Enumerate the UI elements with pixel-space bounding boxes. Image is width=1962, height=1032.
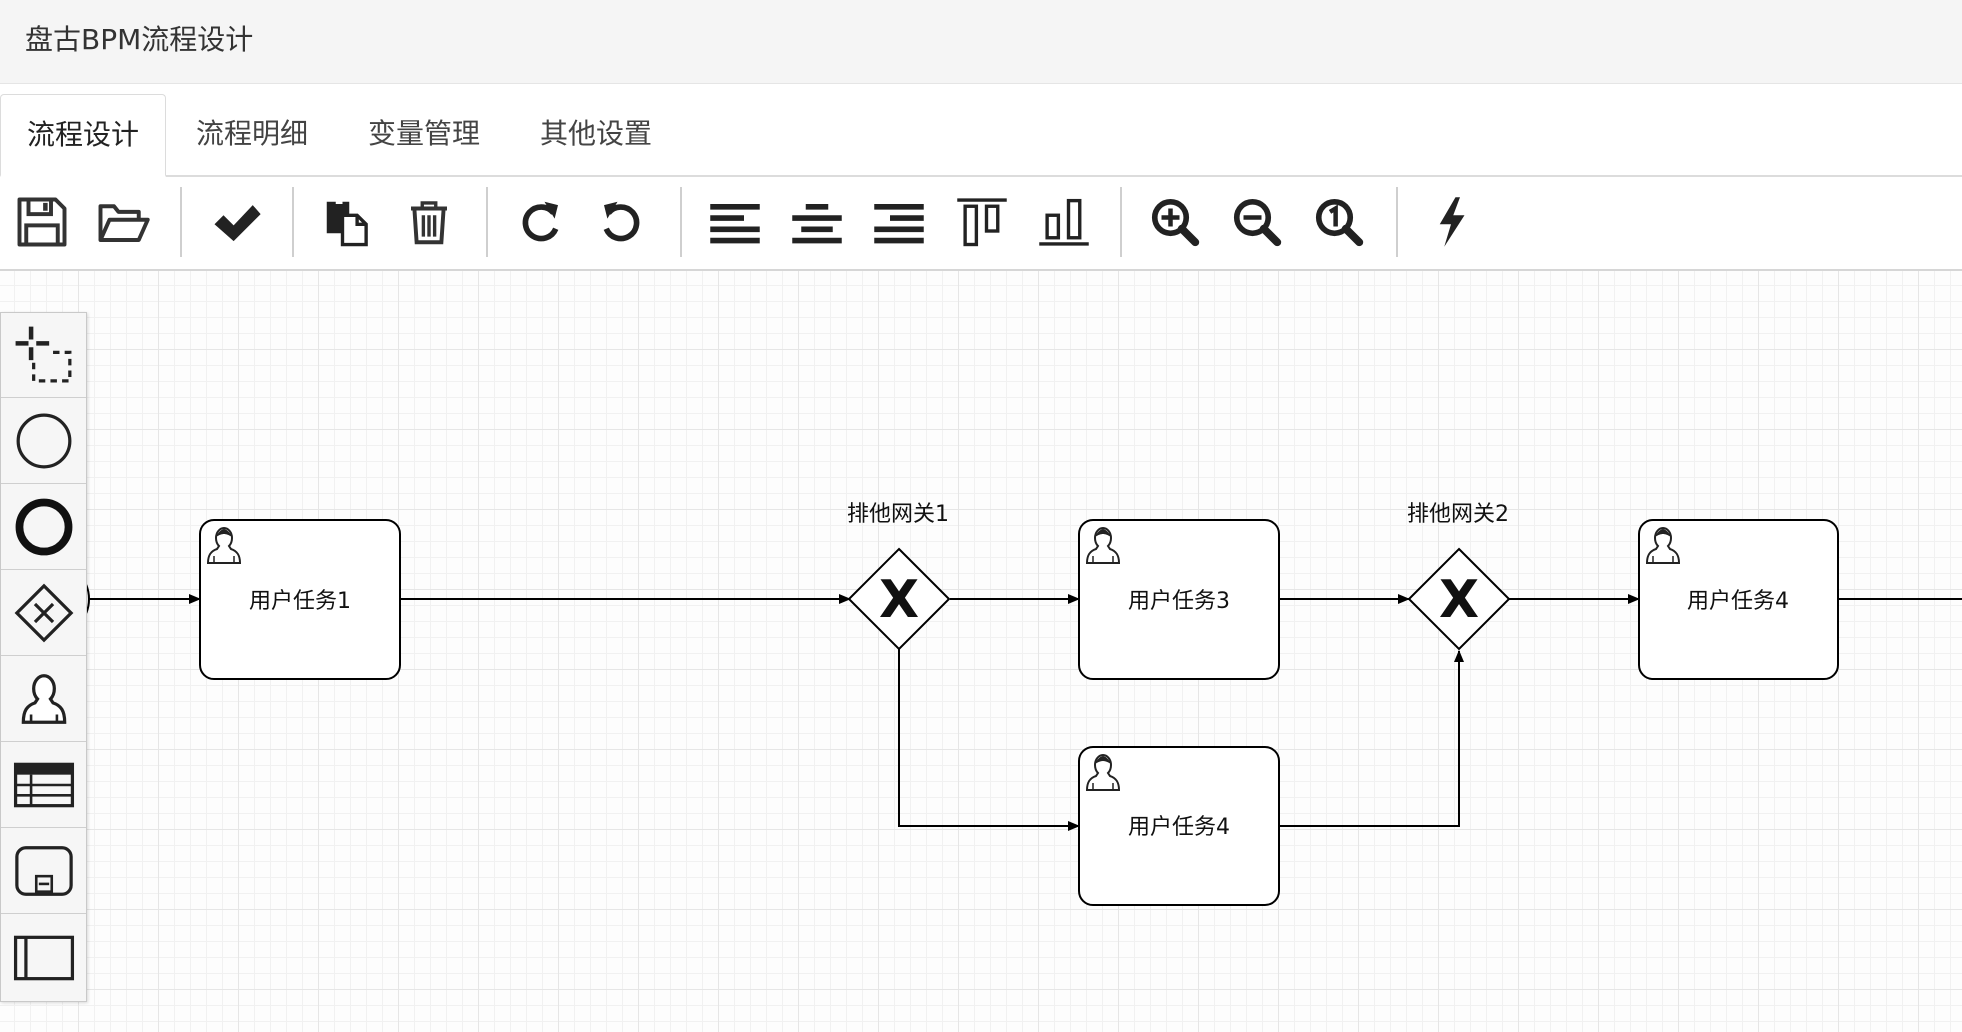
task-label: 用户任务4 — [1687, 589, 1789, 614]
zoom-out-button[interactable] — [1226, 191, 1288, 253]
gateway-label: 排他网关2 — [1407, 502, 1509, 527]
trash-icon — [411, 201, 447, 245]
tool-palette — [0, 312, 87, 1002]
exclusive-gateway-2[interactable]: X — [1407, 547, 1511, 651]
tab-other-settings[interactable]: 其他设置 — [539, 117, 652, 150]
user-task-icon — [21, 674, 66, 724]
data-table-tool[interactable] — [1, 743, 86, 828]
redo-icon — [522, 201, 559, 242]
user-task-3[interactable]: 用户任务3 — [1078, 519, 1280, 680]
end-event-icon — [15, 498, 72, 556]
sequence-flow[interactable] — [1279, 650, 1464, 827]
tab-variable-management[interactable]: 变量管理 — [367, 117, 480, 150]
align-top-button[interactable] — [951, 191, 1013, 253]
folder-open-icon — [98, 204, 150, 242]
user-task-4-bottom[interactable]: 用户任务4 — [1078, 746, 1280, 906]
redo-button[interactable] — [509, 191, 571, 253]
tab-process-design[interactable]: 流程设计 — [0, 94, 166, 177]
gateway-icon — [14, 583, 73, 643]
align-bottom-icon — [1039, 198, 1089, 246]
align-bottom-button[interactable] — [1033, 191, 1095, 253]
subprocess-tool[interactable] — [1, 829, 86, 914]
toolbar-separator — [1396, 187, 1398, 257]
tab-bar: 流程设计 流程明细 变量管理 其他设置 — [0, 84, 1962, 177]
zoom-reset-icon — [1315, 198, 1364, 247]
align-right-icon — [874, 204, 924, 244]
align-right-button[interactable] — [868, 191, 930, 253]
end-event-tool[interactable] — [1, 485, 86, 570]
deploy-button[interactable] — [1420, 191, 1482, 253]
pool-icon — [13, 935, 74, 980]
gateway-label: 排他网关1 — [847, 502, 949, 527]
gateway-marker: X — [879, 570, 919, 630]
save-button[interactable] — [11, 191, 73, 253]
gateway-tool[interactable] — [1, 571, 86, 656]
start-event-tool[interactable] — [1, 399, 86, 484]
toolbar-separator — [680, 187, 682, 257]
pool-tool[interactable] — [1, 915, 86, 1000]
data-table-icon — [13, 762, 74, 808]
lightning-icon — [1439, 197, 1465, 247]
undo-icon — [603, 201, 640, 242]
align-center-icon — [792, 204, 842, 244]
toolbar-separator — [1120, 187, 1122, 257]
copy-icon — [326, 199, 368, 247]
tab-process-detail[interactable]: 流程明细 — [195, 117, 308, 150]
zoom-in-button[interactable] — [1144, 191, 1206, 253]
validate-button[interactable] — [206, 191, 268, 253]
title-bar: 盘古BPM流程设计 — [0, 0, 1962, 84]
zoom-in-icon — [1151, 198, 1200, 247]
delete-button[interactable] — [398, 191, 460, 253]
undo-button[interactable] — [591, 191, 653, 253]
toolbar-separator — [292, 187, 294, 257]
app-title: 盘古BPM流程设计 — [25, 23, 254, 56]
lasso-tool-icon — [15, 326, 71, 383]
save-icon — [17, 197, 67, 247]
align-center-button[interactable] — [786, 191, 848, 253]
task-label: 用户任务1 — [249, 589, 351, 614]
copy-button[interactable] — [316, 191, 378, 253]
task-label: 用户任务4 — [1128, 815, 1230, 840]
lasso-tool-button[interactable] — [1, 313, 86, 398]
start-event-icon — [16, 413, 71, 469]
diagram-canvas[interactable]: 用户任务1 X 排他网关1 用户任务3 X 排他网关2 用户任务4 — [0, 271, 1962, 1032]
align-left-icon — [710, 204, 760, 244]
task-label: 用户任务3 — [1128, 589, 1230, 614]
zoom-reset-button[interactable] — [1308, 191, 1370, 253]
align-top-icon — [957, 198, 1007, 247]
check-icon — [214, 205, 261, 242]
gateway-marker: X — [1439, 570, 1479, 630]
exclusive-gateway-1[interactable]: X — [847, 547, 951, 651]
sequence-flow[interactable] — [898, 649, 1080, 831]
align-left-button[interactable] — [704, 191, 766, 253]
subprocess-icon — [14, 846, 73, 896]
user-task-1[interactable]: 用户任务1 — [199, 519, 401, 680]
toolbar-separator — [486, 187, 488, 257]
user-task-4-top[interactable]: 用户任务4 — [1638, 519, 1839, 680]
toolbar — [0, 177, 1962, 271]
user-task-tool[interactable] — [1, 657, 86, 742]
zoom-out-icon — [1233, 198, 1282, 247]
bpmn-diagram: 用户任务1 X 排他网关1 用户任务3 X 排他网关2 用户任务4 — [16, 502, 1962, 906]
open-button[interactable] — [92, 191, 154, 253]
toolbar-separator — [180, 187, 182, 257]
